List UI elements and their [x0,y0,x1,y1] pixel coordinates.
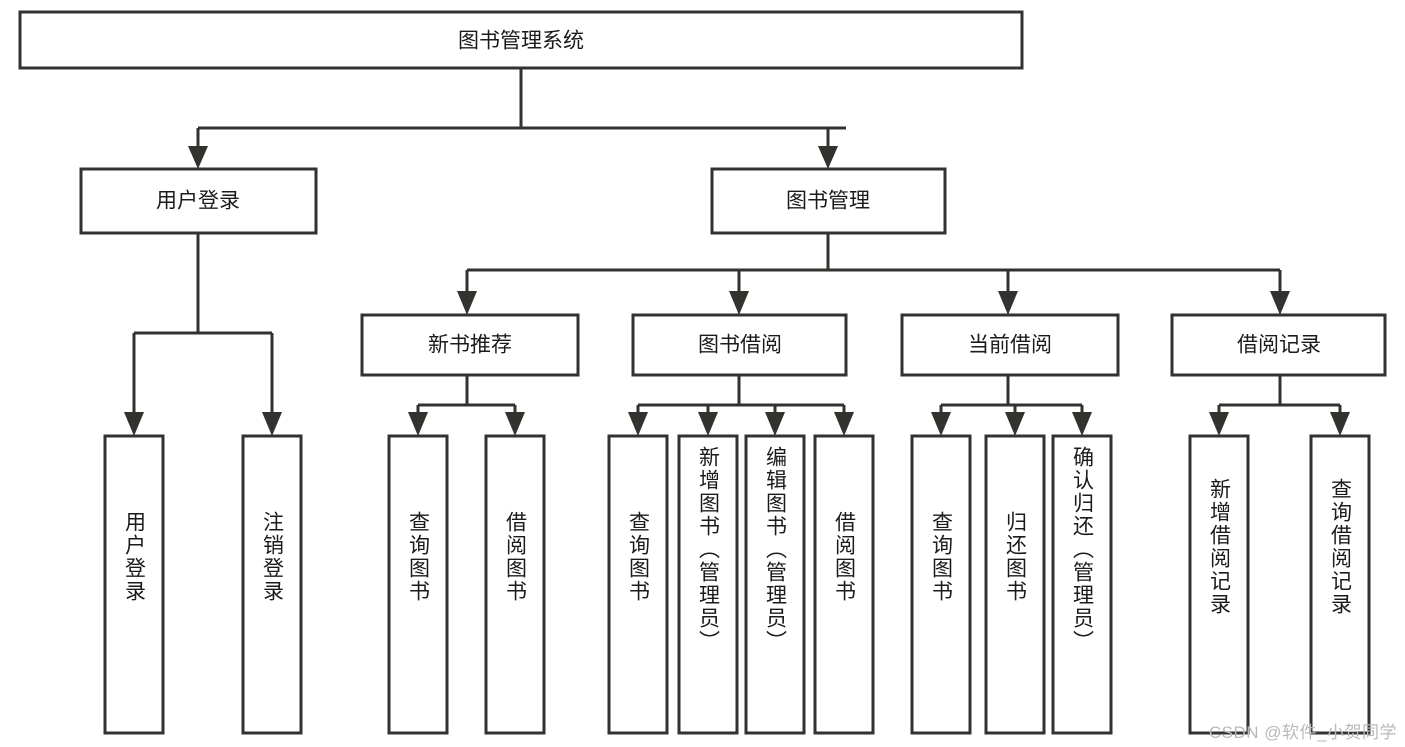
leaf-boxes [103,434,1371,735]
node-current-borrow-box[interactable] [900,313,1120,377]
node-leaf-logout-box[interactable] [241,434,303,735]
watermark-text: CSDN @软件_小贺同学 [1208,723,1397,742]
arrow-head-leaf-logout [262,412,282,436]
arrow-head-leaf-add-borrow-record [1209,412,1229,436]
node-new-book-recommend-box[interactable] [360,313,580,377]
node-root[interactable]: 图书管理系统 [18,10,1024,70]
arrow-head-book-borrow [729,291,749,315]
node-leaf-add-borrow-record-box[interactable] [1188,434,1250,735]
arrow-head-leaf-user-login [124,412,144,436]
arrow-head-user-login [188,146,208,169]
arrow-head-borrow-record [1270,291,1290,315]
connector-group-user-login [124,233,282,436]
arrow-head-leaf-edit-book-admin [765,412,785,436]
node-leaf-return-book-box[interactable] [984,434,1046,735]
arrow-head-leaf-query-book-2 [628,412,648,436]
arrow-head-leaf-add-book-admin [698,412,718,436]
arrow-head-new-book-recommend [457,291,477,315]
node-new-book-recommend-label: 新书推荐 [428,334,512,357]
node-book-manage[interactable]: 图书管理 [710,167,947,235]
node-leaf-query-book-3-box[interactable] [910,434,972,735]
arrow-head-leaf-query-book-3 [931,412,951,436]
node-leaf-user-login-box[interactable] [103,434,165,735]
node-borrow-record-box[interactable] [1170,313,1387,377]
node-leaf-borrow-book-2-box[interactable] [813,434,875,735]
node-book-borrow-box[interactable] [631,313,848,377]
node-user-login-box[interactable] [79,167,318,235]
arrow-head-leaf-query-book-1 [408,412,428,436]
node-leaf-query-borrow-record-box[interactable] [1309,434,1371,735]
connector-group-book-manage [457,233,1290,315]
connector-group-book-borrow [628,375,854,436]
node-book-borrow[interactable]: 图书借阅 [631,313,848,377]
node-leaf-borrow-book-1-box[interactable] [484,434,546,735]
arrow-head-leaf-return-book [1005,412,1025,436]
node-leaf-edit-book-admin-box[interactable] [744,434,806,735]
node-root-label: 图书管理系统 [458,30,584,53]
node-root-box[interactable] [18,10,1024,70]
connector-group-current-borrow [931,375,1092,436]
node-leaf-query-book-2-box[interactable] [607,434,669,735]
node-book-manage-label: 图书管理 [786,190,870,213]
node-borrow-record-label: 借阅记录 [1237,334,1321,357]
node-user-login-label: 用户登录 [156,190,240,213]
node-new-book-recommend[interactable]: 新书推荐 [360,313,580,377]
arrow-head-leaf-confirm-return-admin [1072,412,1092,436]
arrow-head-leaf-query-borrow-record [1330,412,1350,436]
node-book-borrow-label: 图书借阅 [698,334,782,357]
arrow-head-book-manage [818,146,838,169]
node-book-manage-box[interactable] [710,167,947,235]
arrow-head-current-borrow [998,291,1018,315]
connector-group-root [188,68,846,169]
node-leaf-add-book-admin-box[interactable] [677,434,739,735]
node-borrow-record[interactable]: 借阅记录 [1170,313,1387,377]
connector-group-borrow-record [1209,375,1350,436]
arrow-head-leaf-borrow-book-1 [505,412,525,436]
node-leaf-confirm-return-admin-box[interactable] [1051,434,1113,735]
arrow-head-leaf-borrow-book-2 [834,412,854,436]
connector-group-new-book-recommend [408,375,525,436]
node-current-borrow[interactable]: 当前借阅 [900,313,1120,377]
node-user-login[interactable]: 用户登录 [79,167,318,235]
node-leaf-query-book-1-box[interactable] [387,434,449,735]
node-current-borrow-label: 当前借阅 [968,334,1052,357]
